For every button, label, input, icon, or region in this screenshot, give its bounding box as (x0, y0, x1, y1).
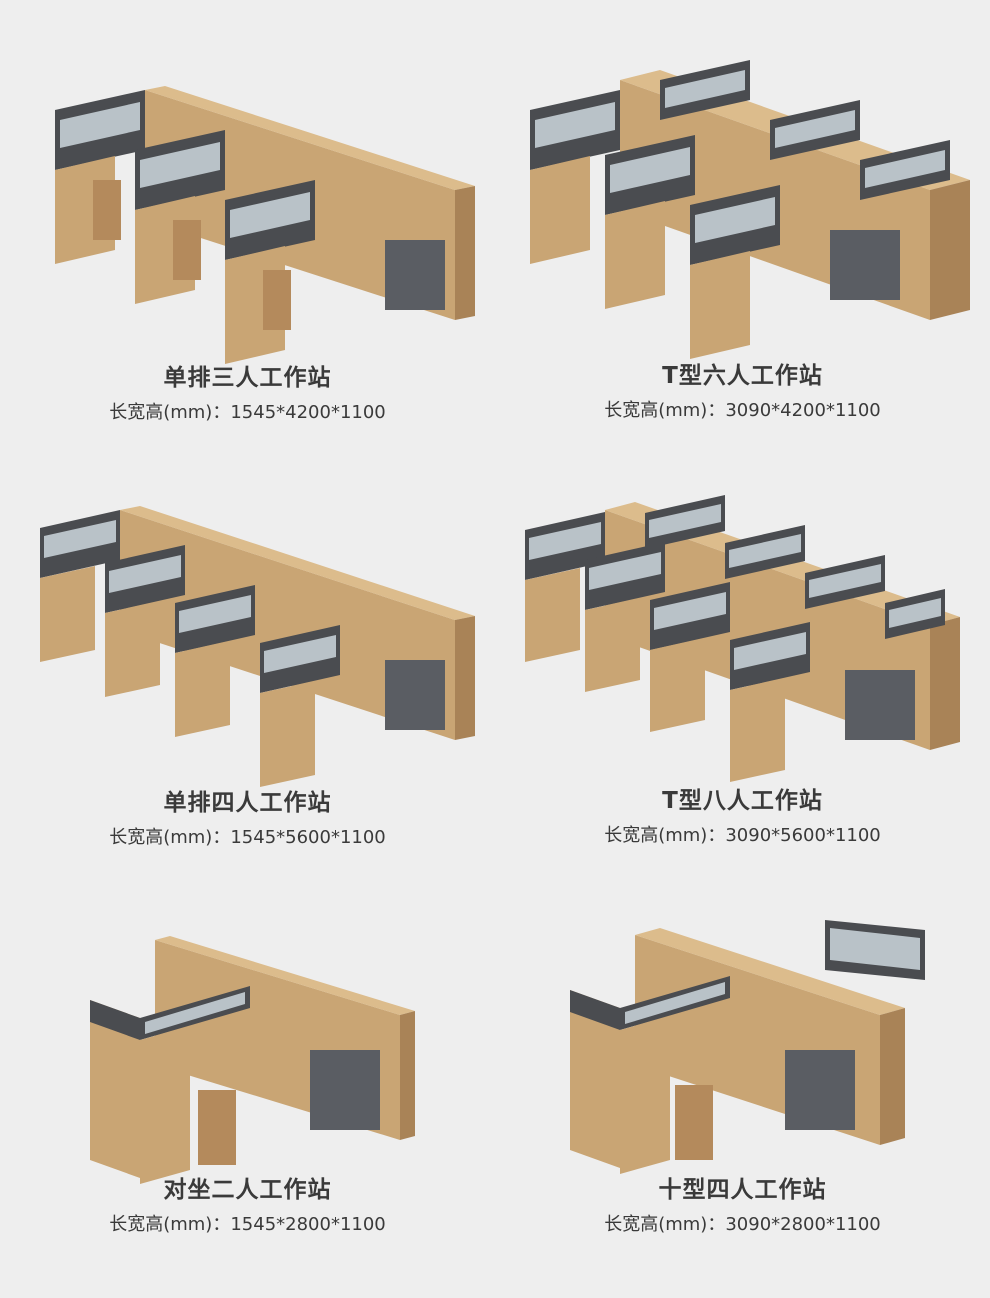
product-dimensions: 长宽高(mm)：3090*5600*1100 (604, 825, 881, 846)
product-dimensions: 长宽高(mm)：1545*2800*1100 (109, 1214, 386, 1235)
workstation-image-icon (40, 506, 475, 787)
product-title: 十型四人工作站 (658, 1177, 827, 1203)
product-title: T型六人工作站 (662, 363, 823, 389)
workstation-image-icon (530, 60, 970, 359)
product-card: 对坐二人工作站 长宽高(mm)：1545*2800*1100 (0, 880, 495, 1298)
product-dimensions: 长宽高(mm)：1545*4200*1100 (109, 402, 386, 423)
product-dimensions: 长宽高(mm)：3090*4200*1100 (604, 400, 881, 421)
workstation-image-icon (55, 86, 475, 364)
workstation-image-icon (570, 920, 925, 1174)
product-dimensions: 长宽高(mm)：1545*5600*1100 (109, 827, 386, 848)
workstation-image-icon (90, 936, 415, 1184)
product-card: T型六人工作站 长宽高(mm)：3090*4200*1100 (495, 40, 990, 458)
product-title: 对坐二人工作站 (163, 1177, 332, 1203)
product-card: 单排四人工作站 长宽高(mm)：1545*5600*1100 (0, 465, 495, 883)
product-dimensions: 长宽高(mm)：3090*2800*1100 (604, 1214, 881, 1235)
product-title: 单排三人工作站 (163, 365, 332, 391)
product-card: T型八人工作站 长宽高(mm)：3090*5600*1100 (495, 465, 990, 883)
product-card: 单排三人工作站 长宽高(mm)：1545*4200*1100 (0, 40, 495, 458)
product-title: 单排四人工作站 (163, 790, 332, 816)
workstation-image-icon (525, 495, 960, 782)
product-title: T型八人工作站 (662, 788, 823, 814)
product-grid: 单排三人工作站 长宽高(mm)：1545*4200*1100 (0, 40, 990, 1235)
product-card: 十型四人工作站 长宽高(mm)：3090*2800*1100 (495, 880, 990, 1298)
